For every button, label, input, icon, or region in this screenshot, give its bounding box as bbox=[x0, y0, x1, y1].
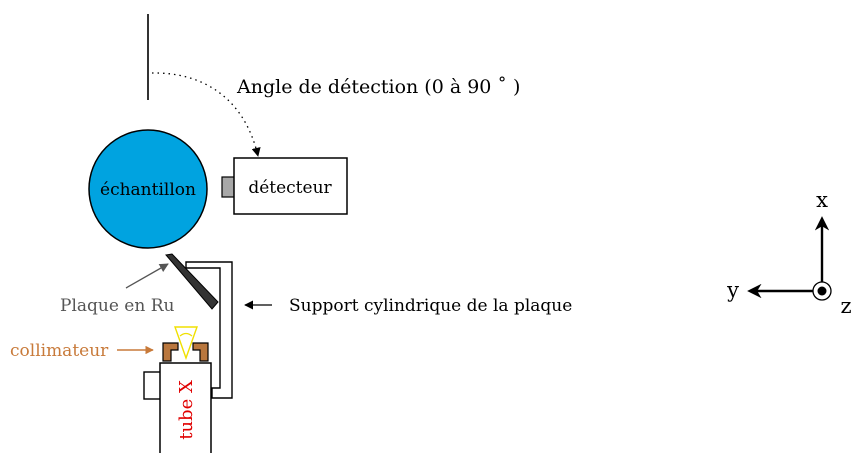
collimator-right bbox=[192, 342, 209, 362]
x-axis-label: x bbox=[816, 188, 828, 212]
tube-label: tube X bbox=[176, 380, 197, 440]
detection-angle-arc bbox=[151, 72, 261, 157]
detector-label: détecteur bbox=[248, 178, 332, 198]
collimator-label: collimateur bbox=[10, 341, 109, 361]
sample-circle bbox=[88, 129, 208, 249]
plate-pointer bbox=[125, 263, 169, 289]
tube-side-port bbox=[143, 371, 162, 400]
xray-beam bbox=[174, 326, 198, 361]
detector-window bbox=[221, 176, 236, 198]
plate-label: Plaque en Ru bbox=[60, 296, 175, 316]
z-axis-dot bbox=[817, 286, 827, 296]
y-axis-label: y bbox=[726, 278, 739, 302]
tube-body bbox=[159, 362, 212, 453]
plate-support bbox=[185, 261, 233, 399]
ru-plate bbox=[165, 253, 219, 310]
sample-label: échantillon bbox=[100, 180, 196, 200]
z-axis-label: z bbox=[840, 294, 851, 318]
support-label: Support cylindrique de la plaque bbox=[289, 296, 572, 316]
beam-arc bbox=[179, 332, 193, 337]
detector-body bbox=[233, 157, 348, 215]
collimator-left bbox=[162, 342, 179, 362]
detection-angle-label: Angle de détection (0 à 90 ˚ ) bbox=[236, 76, 520, 98]
